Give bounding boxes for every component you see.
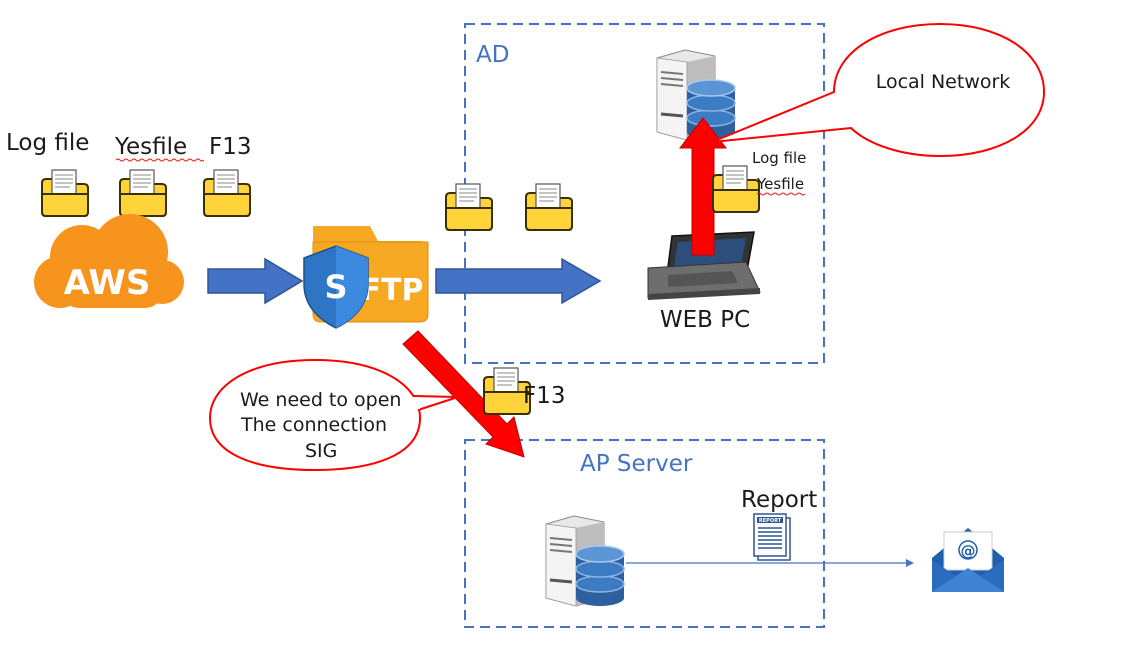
report-doc-label: REPORT	[759, 518, 782, 524]
folder-document-icon	[712, 165, 760, 213]
sftp-s-label: S	[324, 268, 347, 306]
server-database-icon	[544, 514, 626, 608]
log-file-label: Log file	[6, 130, 89, 156]
f13-transfer-label: F13	[523, 383, 566, 409]
sftp-to-ad-arrow	[435, 257, 602, 305]
local-network-callout: Local Network	[711, 22, 1046, 158]
log-file-small-label: Log file	[752, 149, 806, 167]
web-pc-label: WEB PC	[660, 307, 750, 333]
report-label: Report	[741, 487, 817, 513]
yesfile-label: Yesfile	[114, 134, 187, 160]
note-line-3: SIG	[305, 440, 337, 462]
sftp-ftp-label: FTP	[361, 273, 424, 308]
note-line-1: We need to open	[240, 389, 401, 411]
folder-document-icon	[445, 183, 493, 231]
aws-cloud-icon: AWS	[34, 214, 184, 308]
sftp-to-ap-server-arrow	[402, 330, 525, 458]
report-document-icon: REPORT	[753, 513, 791, 561]
ap-server-zone-box	[464, 439, 825, 628]
spellcheck-underline	[756, 192, 806, 196]
local-network-label: Local Network	[876, 71, 1011, 93]
folder-document-icon	[525, 183, 573, 231]
ad-zone-label: AD	[476, 42, 509, 68]
ad-zone-box	[464, 23, 825, 364]
laptop-icon	[647, 231, 761, 300]
yesfile-small-label: Yesfile	[756, 175, 804, 193]
email-envelope-icon: @	[932, 528, 1004, 592]
ap-server-zone-label: AP Server	[580, 451, 693, 477]
aws-label: AWS	[64, 263, 151, 303]
f13-label: F13	[209, 134, 252, 160]
note-line-2: The connection	[240, 414, 387, 436]
spellcheck-underline	[115, 158, 205, 162]
shield-icon: S	[303, 245, 369, 329]
folder-document-icon	[203, 169, 251, 217]
connection-note-callout: We need to open The connection SIG	[208, 358, 459, 472]
local-upload-arrow	[678, 117, 728, 256]
aws-to-sftp-arrow	[207, 257, 304, 305]
folder-document-icon	[119, 169, 167, 217]
email-at-label: @	[961, 542, 976, 560]
report-arrowhead	[906, 559, 914, 567]
folder-document-icon	[41, 169, 89, 217]
